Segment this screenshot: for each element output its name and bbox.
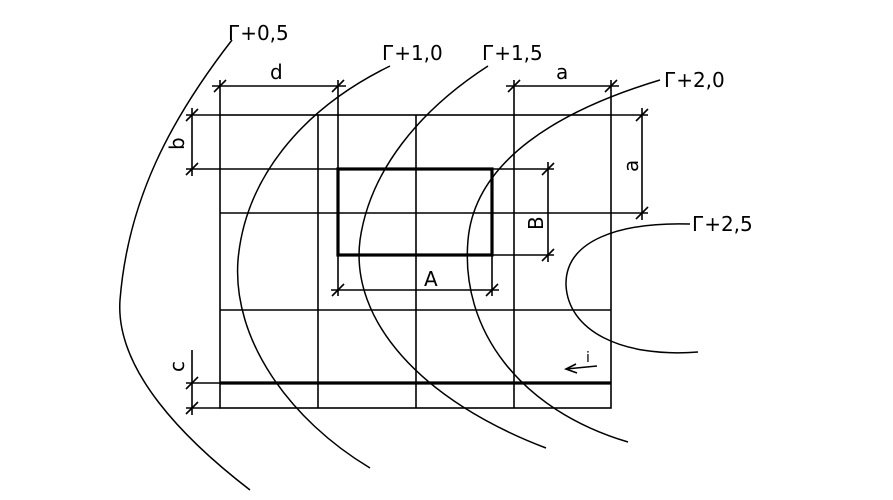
dimension-a-top: a: [506, 60, 619, 115]
contour-line-1-5: [358, 65, 547, 449]
contour-label-1-5: Г+1,5: [482, 41, 543, 65]
dim-b-label: b: [165, 137, 189, 150]
dimension-A: A: [331, 255, 499, 297]
dimension-d: d: [212, 60, 346, 169]
slope-label: i: [586, 350, 590, 366]
dim-c-label: c: [165, 361, 189, 372]
contour-line-2-0: [466, 79, 661, 443]
dim-A-label: A: [424, 267, 438, 291]
grid: [219, 114, 612, 409]
contour-label-1-0: Г+1,0: [382, 41, 443, 65]
dim-a-top-label: a: [556, 60, 568, 84]
contour-label-2-0: Г+2,0: [664, 68, 725, 92]
contour-line-1-0: [236, 65, 391, 469]
dimension-a-right: a: [611, 108, 649, 220]
contour-line-2-5: [565, 223, 699, 354]
contour-label-2-5: Г+2,5: [692, 212, 753, 236]
contour-lines: [119, 39, 699, 491]
dimension-b: b: [165, 108, 338, 176]
dimension-B: B: [492, 162, 555, 262]
contour-line-0-5: [119, 39, 251, 491]
slope-arrow: i: [563, 350, 598, 374]
dimension-c: c: [165, 350, 220, 415]
building-rectangle: [336, 167, 494, 257]
contour-label-0-5: Г+0,5: [228, 21, 289, 45]
dim-B-label: B: [524, 216, 548, 230]
dim-a-right-label: a: [619, 160, 643, 172]
dim-d-label: d: [270, 60, 283, 84]
